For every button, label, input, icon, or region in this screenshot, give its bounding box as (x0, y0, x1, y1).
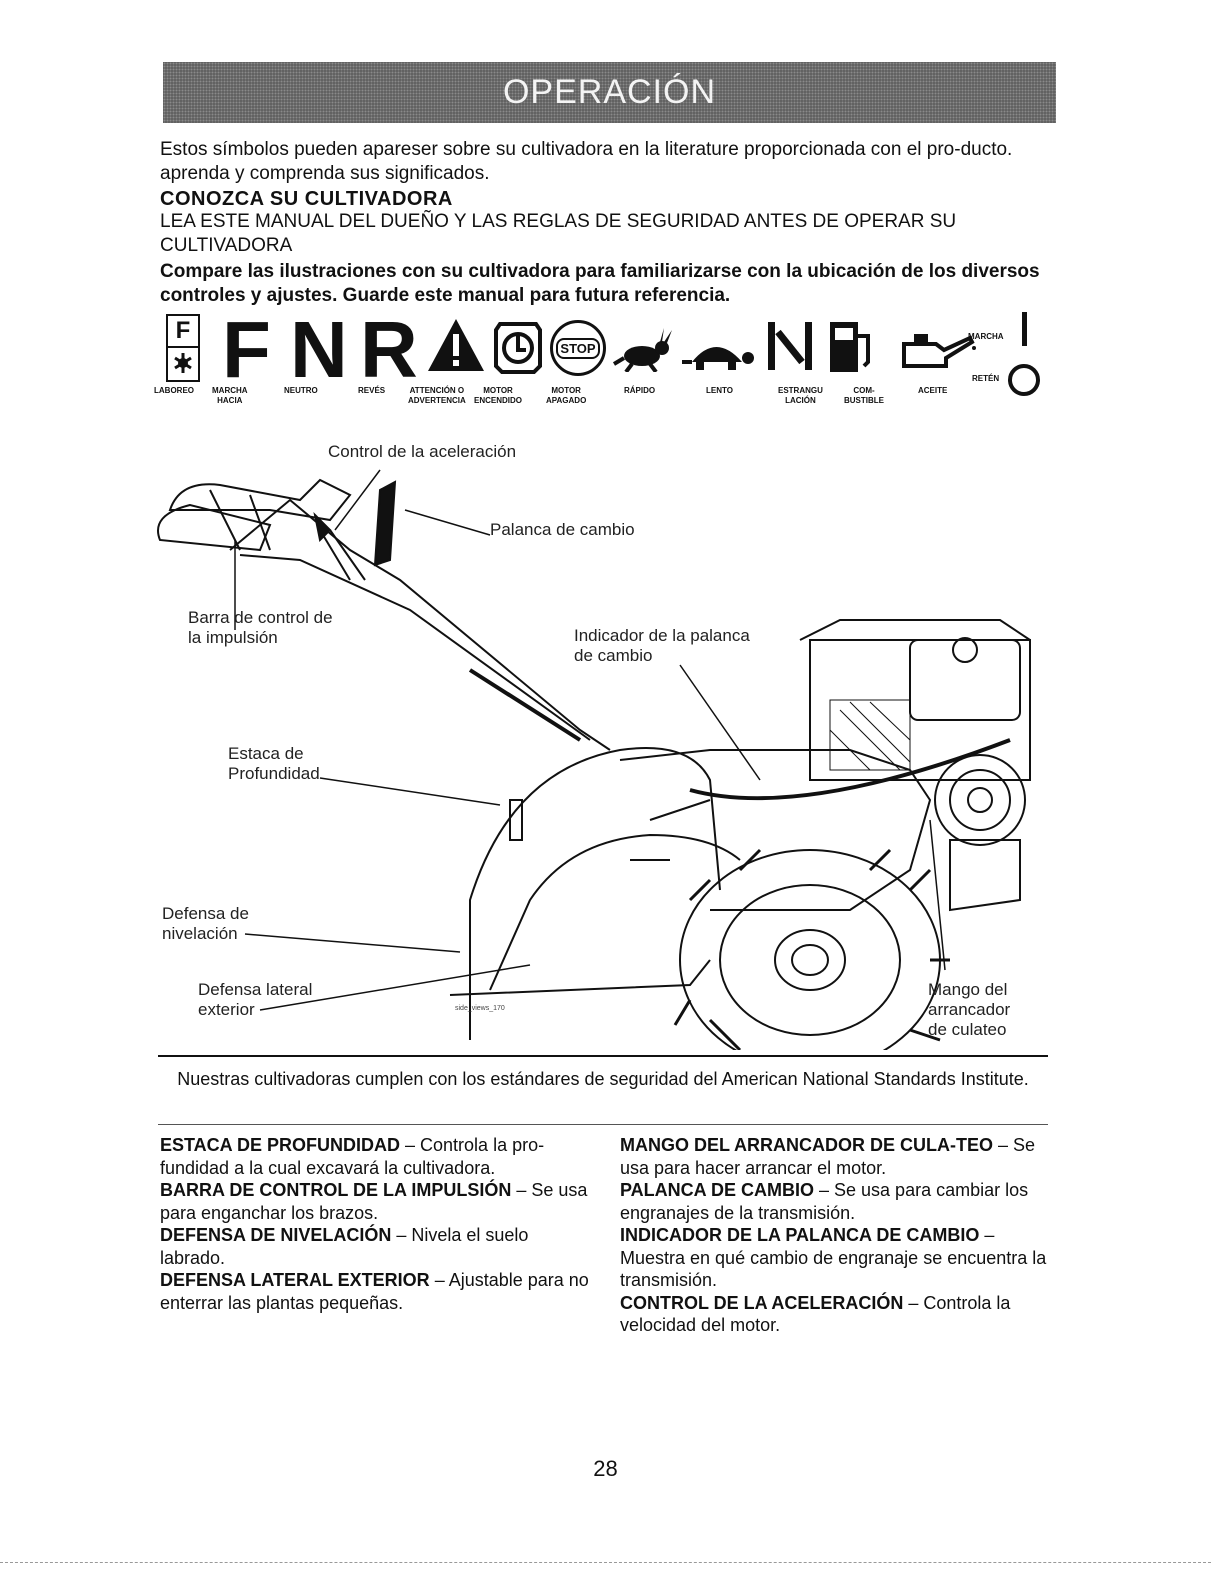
know-your-tiller-heading: CONOZCA SU CULTIVADORA (160, 188, 453, 210)
definitions-right-column: MANGO DEL ARRANCADOR DE CULA-TEO – Se us… (620, 1134, 1055, 1337)
reverse-label: REVÉS (358, 386, 386, 395)
forward-label: MARCHA HACIA (212, 386, 248, 405)
ansi-standards-note: Nuestras cultivadoras cumplen con los es… (177, 1069, 1029, 1089)
section-title: OPERACIÓN (502, 73, 717, 111)
shift-lever-callout: Palanca de cambio (490, 520, 635, 539)
depth-stake-callout: Estaca de Profundidad (228, 744, 320, 783)
stop-circle-icon (1008, 364, 1040, 396)
fast-label: RÁPIDO (624, 386, 656, 395)
choke-label: ESTRANGU LACIÓN (778, 386, 823, 405)
side-shield-callout: Defensa lateral exterior (198, 980, 313, 1019)
neutral-letter: N (290, 305, 348, 394)
page-number: 28 (593, 1456, 618, 1481)
definitions-left-column: ESTACA DE PROFUNDIDAD – Controla la pro-… (160, 1134, 595, 1314)
drive-bar-callout: Barra de control de la impulsión (188, 608, 333, 647)
leveling-shield-callout: Defensa de nivelación (162, 904, 249, 943)
divider-top (158, 1055, 1048, 1057)
engine-on-label: MOTOR ENCENDIDO (474, 386, 523, 405)
forward-box-letter: F (168, 316, 198, 348)
tiller-diagram: Control de la aceleración Palanca de cam… (150, 440, 1050, 1050)
read-manual-note: LEA ESTE MANUAL DEL DUEÑO Y LAS REGLAS D… (160, 211, 957, 256)
section-banner: OPERACIÓN (163, 62, 1056, 123)
choke-icon (768, 322, 812, 370)
tiller-illustration (157, 469, 1031, 1050)
definition-item: CONTROL DE LA ACELERACIÓN – Controla la … (620, 1292, 1011, 1336)
page-bottom-border (0, 1562, 1211, 1563)
shift-indicator-callout: Indicador de la palanca de cambio (574, 626, 750, 665)
slow-label: LENTO (706, 386, 733, 395)
throttle-callout: Control de la aceleración (328, 442, 517, 461)
stop-position-label: RETÉN (972, 374, 1000, 383)
warning-icon (428, 319, 484, 371)
engine-off-label: MOTOR APAGADO (546, 386, 587, 405)
symbol-bar: F F N R STOP (150, 305, 1070, 422)
definition-item: PALANCA DE CAMBIO – Se usa para cambiar … (620, 1180, 1029, 1223)
recoil-handle-callout: Mango del arrancador de culateo (928, 980, 1011, 1039)
rabbit-fast-icon (612, 328, 672, 372)
run-label: MARCHA (968, 332, 1004, 341)
warning-label: ATTENCIÓN O ADVERTENCIA (408, 386, 466, 405)
oil-can-icon (902, 334, 976, 368)
neutral-label: NEUTRO (284, 386, 318, 395)
forward-letter: F (222, 305, 271, 394)
definition-item: DEFENSA LATERAL EXTERIOR – Ajustable par… (160, 1270, 589, 1313)
tilling-label: LABOREO (154, 386, 194, 395)
reverse-letter: R (360, 305, 418, 394)
turtle-slow-icon (682, 347, 754, 370)
stop-text: STOP (556, 337, 600, 359)
compare-note: Compare las ilustraciones con su cultiva… (160, 261, 1040, 306)
definition-item: BARRA DE CONTROL DE LA IMPULSIÓN – Se us… (160, 1180, 588, 1223)
definition-item: MANGO DEL ARRANCADOR DE CULA-TEO – Se us… (620, 1135, 1036, 1178)
definition-item: INDICADOR DE LA PALANCA DE CAMBIO – Mues… (620, 1225, 1047, 1290)
engine-on-icon (494, 322, 542, 374)
run-bar-icon (1022, 312, 1027, 346)
divider-bottom (158, 1124, 1048, 1125)
engine-off-icon: STOP (550, 320, 606, 376)
figure-id-label: side_views_170 (455, 1005, 505, 1012)
tine-icon (174, 353, 192, 373)
definition-item: DEFENSA DE NIVELACIÓN – Nivela el suelo … (160, 1225, 529, 1268)
definition-item: ESTACA DE PROFUNDIDAD – Controla la pro-… (160, 1135, 545, 1178)
fuel-pump-icon (830, 322, 870, 372)
fuel-label: COM- BUSTIBLE (844, 386, 884, 405)
oil-label: ACEITE (918, 386, 948, 395)
tilling-icon: F (166, 314, 200, 382)
intro-text: Estos símbolos pueden apareser sobre su … (160, 139, 1013, 184)
